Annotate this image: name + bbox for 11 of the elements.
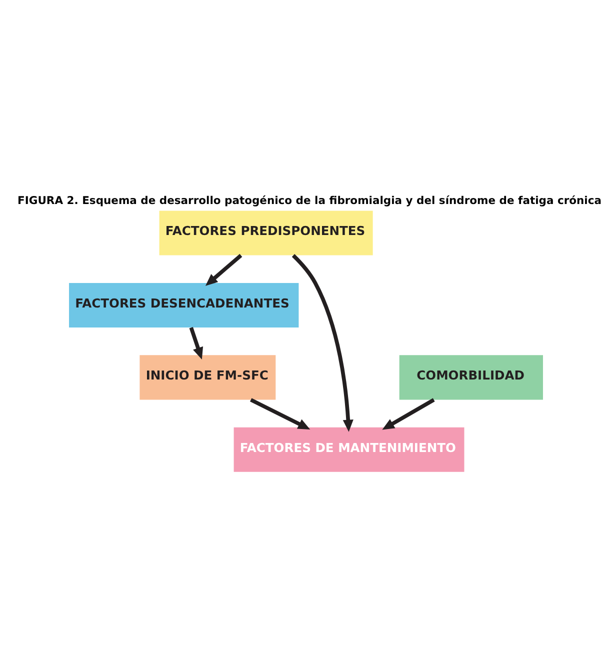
node-box: FACTORES DESENCADENANTES [69, 282, 299, 327]
node-box: FACTORES DE MANTENIMIENTO [234, 426, 464, 472]
arrow [205, 253, 242, 286]
arrow [382, 398, 435, 430]
arrow [292, 254, 354, 432]
arrow [250, 398, 310, 429]
node-box: FACTORES PREDISPONENTES [159, 210, 373, 255]
node-box: COMORBILIDAD [399, 354, 543, 400]
arrow [189, 326, 204, 359]
node-box: INICIO DE FM-SFC [140, 354, 276, 400]
diagram-title: FIGURA 2. Esquema de desarrollo patogénico de la fibromialgia y del síndrome de fatiga crónica [18, 193, 602, 206]
